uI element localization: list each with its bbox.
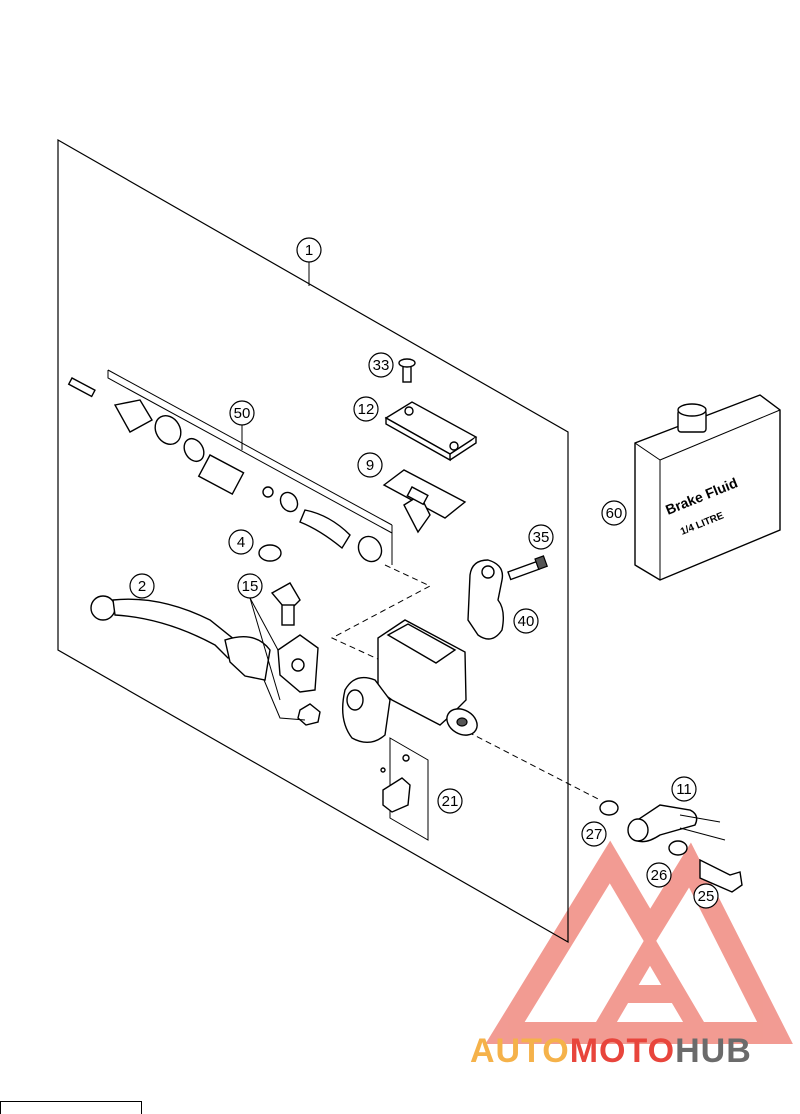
master-cylinder-body [342,619,478,743]
svg-text:33: 33 [373,357,390,374]
banjo-hose-assembly [599,800,743,893]
callout-2: 2 [129,573,155,599]
reservoir-diaphragm [382,469,467,534]
callout-12: 12 [353,396,379,422]
callout-25: 25 [693,883,719,909]
svg-text:9: 9 [366,457,374,474]
svg-text:2: 2 [138,578,146,595]
clamp-screw [507,555,548,581]
callout-40: 40 [513,608,539,634]
reservoir-cover [384,401,478,462]
callout-1: 1 [296,237,322,263]
watermark-moto: MOTO [570,1032,675,1070]
callout-35: 35 [528,524,554,550]
svg-text:35: 35 [533,529,550,546]
svg-text:15: 15 [242,578,259,595]
svg-text:4: 4 [237,534,245,551]
svg-text:11: 11 [676,781,692,798]
callout-60: 60 [601,500,627,526]
assembly-frame [57,138,569,944]
svg-text:AUTOMOTOHUB: AUTOMOTOHUB [470,1032,752,1070]
svg-text:21: 21 [442,793,459,810]
pin [67,377,96,398]
brake-lever [90,595,271,681]
brake-fluid-can: Brake Fluid 1/4 LITRE [634,394,781,581]
brake-light-switch [380,737,429,841]
watermark-hub: HUB [675,1032,752,1070]
callout-50: 50 [229,400,255,426]
cover-screw [398,358,416,383]
lever-adjuster [270,582,321,726]
watermark-auto: AUTO [470,1032,570,1070]
callout-33: 33 [368,352,394,378]
svg-text:25: 25 [698,888,715,905]
svg-text:12: 12 [358,401,375,418]
watermark-text: AUTOMOTOHUB [470,1032,752,1070]
callout-26: 26 [646,862,672,888]
svg-text:50: 50 [234,405,251,422]
callout-11: 11 [671,776,697,802]
callout-27: 27 [581,821,607,847]
svg-text:26: 26 [651,867,668,884]
washer [258,544,282,562]
callout-15: 15 [237,573,263,599]
svg-text:27: 27 [586,826,603,843]
piston-kit-parts [113,399,383,563]
svg-text:40: 40 [518,613,535,630]
callout-9: 9 [357,452,383,478]
watermark-logo [485,840,793,1044]
svg-text:60: 60 [606,505,623,522]
handlebar-clamp [467,559,505,640]
catalog-code [0,1101,142,1114]
svg-text:1: 1 [305,242,313,259]
callout-21: 21 [437,788,463,814]
callout-4: 4 [228,529,254,555]
